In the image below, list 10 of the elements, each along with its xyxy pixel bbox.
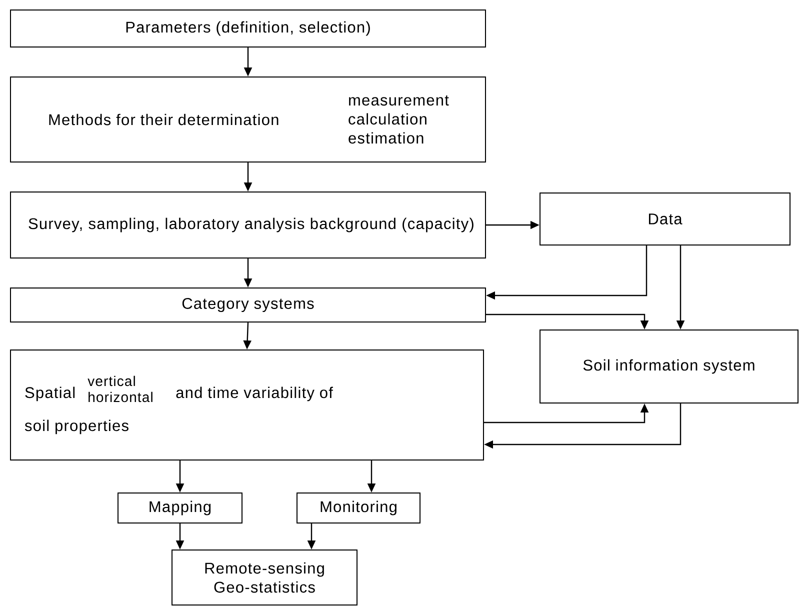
process-box: Parameters (definition, selection) — [10, 10, 486, 48]
process-box: Data — [540, 192, 790, 246]
process-box: Category systems — [10, 288, 486, 322]
process-box: Spatial vertical horizontal and time variability of soil properties — [10, 350, 484, 460]
process-box: Mapping — [118, 492, 242, 524]
process-box: Remote-sensing Geo-statistics — [172, 550, 358, 606]
process-box: Soil information system — [540, 330, 798, 404]
process-box: Methods for their determination measurement calculation estimation — [10, 76, 486, 162]
process-box: Survey, sampling, laboratory analysis background (capacity) — [10, 192, 486, 258]
process-box: Monitoring — [296, 492, 420, 524]
